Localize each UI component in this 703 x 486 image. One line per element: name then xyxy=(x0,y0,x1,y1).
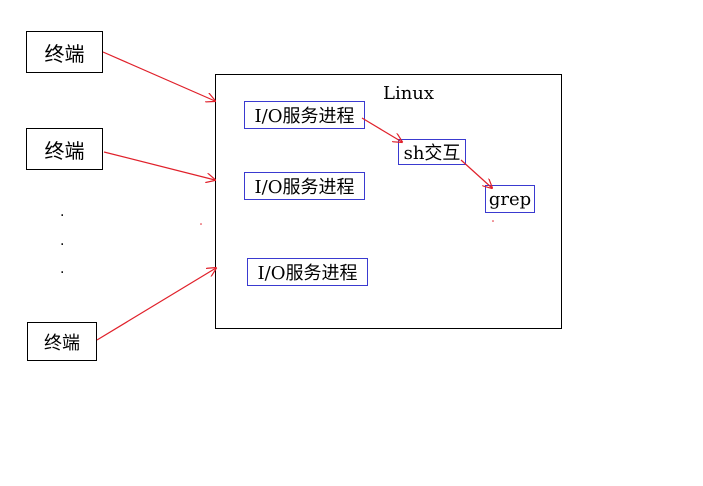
io-process-3-label: I/O服务进程 xyxy=(257,263,358,284)
arrow-terminal-3-to-linux xyxy=(96,268,216,341)
terminal-3: 终端 xyxy=(27,322,97,361)
linux-label: Linux xyxy=(383,83,435,104)
arrow-io-to-shell xyxy=(361,117,402,142)
grep-process-label: grep xyxy=(488,188,532,210)
shell-process: sh交互 xyxy=(398,139,466,165)
io-process-3: I/O服务进程 xyxy=(247,258,368,286)
io-process-2: I/O服务进程 xyxy=(244,172,365,200)
arrow-terminal-1-to-linux xyxy=(102,51,215,101)
arrow-shell-to-grep xyxy=(460,159,492,188)
terminal-1-label: 终端 xyxy=(44,41,85,66)
stray-mark-1 xyxy=(200,223,202,225)
io-process-2-label: I/O服务进程 xyxy=(254,177,355,198)
ellipsis-dot-2: . xyxy=(60,233,65,249)
io-process-1-label: I/O服务进程 xyxy=(254,106,355,127)
terminal-2-label: 终端 xyxy=(44,138,85,163)
terminal-1: 终端 xyxy=(26,31,103,73)
stray-mark-2 xyxy=(492,220,494,222)
io-process-1: I/O服务进程 xyxy=(244,101,365,129)
shell-process-label: sh交互 xyxy=(403,143,461,164)
ellipsis-dot-1: . xyxy=(60,204,65,220)
grep-process: grep xyxy=(485,185,535,213)
terminal-2: 终端 xyxy=(26,128,103,170)
terminal-3-label: 终端 xyxy=(44,332,80,354)
arrow-terminal-2-to-linux xyxy=(103,151,215,180)
ellipsis-dot-3: . xyxy=(60,261,65,277)
